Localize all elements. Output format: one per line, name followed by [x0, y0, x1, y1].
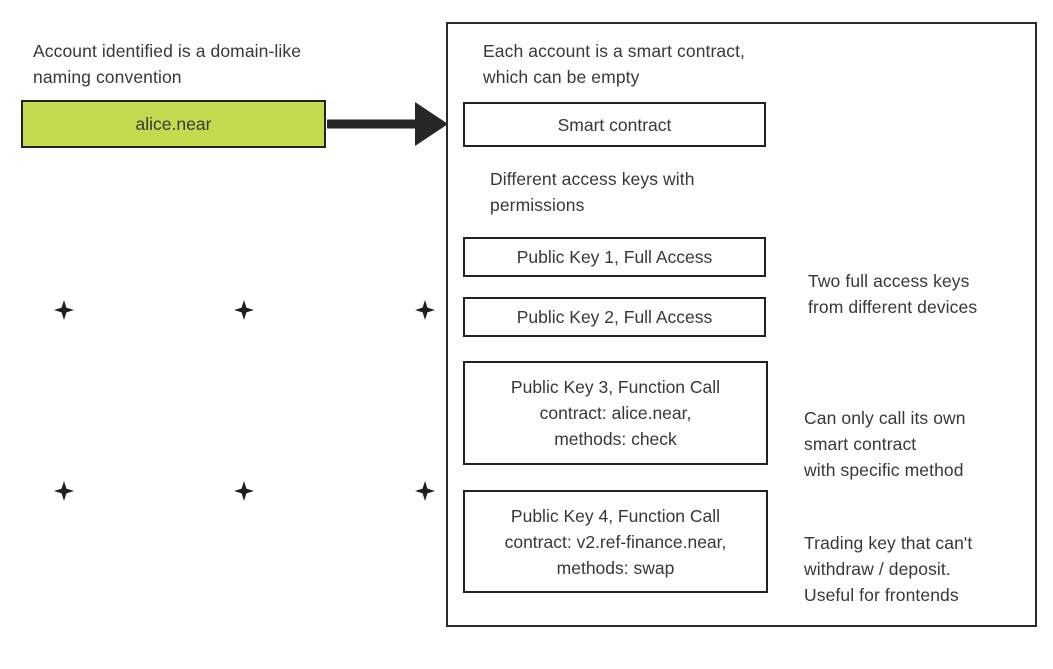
plus-marker-icon: [415, 481, 435, 501]
public-key-3-line: methods: check: [554, 429, 677, 449]
account-name-label: alice.near: [135, 114, 212, 134]
account-contract-container: [446, 22, 1037, 627]
public-key-2-box: Public Key 2, Full Access: [463, 297, 766, 337]
keys-caption-line: permissions: [490, 195, 585, 215]
annotation-line: Two full access keys: [808, 271, 970, 291]
annotation-line: from different devices: [808, 297, 978, 317]
public-key-3-box: Public Key 3, Function Call contract: al…: [463, 361, 768, 465]
account-caption-line: Account identified is a domain-like: [33, 41, 302, 61]
plus-marker-icon: [54, 300, 74, 320]
contract-caption-line: Each account is a smart contract,: [483, 41, 746, 61]
public-key-4-box: Public Key 4, Function Call contract: v2…: [463, 490, 768, 593]
arrow-right-icon: [327, 102, 448, 146]
annotation-line: withdraw / deposit.: [804, 559, 951, 579]
smart-contract-label: Smart contract: [557, 114, 672, 135]
keys-caption: Different access keys with permissions: [490, 166, 695, 218]
public-key-4-line: contract: v2.ref-finance.near,: [504, 531, 727, 552]
public-key-1-box: Public Key 1, Full Access: [463, 237, 766, 277]
plus-marker-icon: [234, 300, 254, 320]
public-key-4-line: Public Key 4, Function Call: [510, 505, 721, 526]
contract-caption-line: which can be empty: [483, 67, 640, 87]
annotation-function-call-own: Can only call its own smart contract wit…: [804, 405, 966, 483]
arrow-shaft: [327, 119, 421, 129]
annotation-full-access-keys: Two full access keys from different devi…: [808, 268, 977, 320]
annotation-line: with specific method: [804, 460, 964, 480]
public-key-4-line: methods: swap: [556, 557, 675, 578]
account-caption: Account identified is a domain-like nami…: [33, 38, 301, 90]
arrow-head: [415, 102, 448, 146]
annotation-line: Trading key that can't: [804, 533, 973, 553]
public-key-1-label: Public Key 1, Full Access: [516, 247, 713, 267]
account-name-box: alice.near: [21, 100, 326, 148]
plus-marker-icon: [54, 481, 74, 501]
keys-caption-line: Different access keys with: [490, 169, 695, 189]
public-key-3-line: contract: alice.near,: [539, 403, 692, 423]
public-key-3-line: Public Key 3, Function Call: [510, 377, 721, 397]
smart-contract-box: Smart contract: [463, 102, 766, 147]
plus-marker-icon: [415, 300, 435, 320]
contract-caption: Each account is a smart contract, which …: [483, 38, 745, 90]
annotation-line: Can only call its own: [804, 408, 966, 428]
annotation-line: Useful for frontends: [804, 585, 959, 605]
account-caption-line: naming convention: [33, 67, 182, 87]
annotation-trading-key: Trading key that can't withdraw / deposi…: [804, 530, 972, 608]
annotation-line: smart contract: [804, 434, 917, 454]
public-key-2-label: Public Key 2, Full Access: [516, 307, 713, 327]
plus-marker-icon: [234, 481, 254, 501]
